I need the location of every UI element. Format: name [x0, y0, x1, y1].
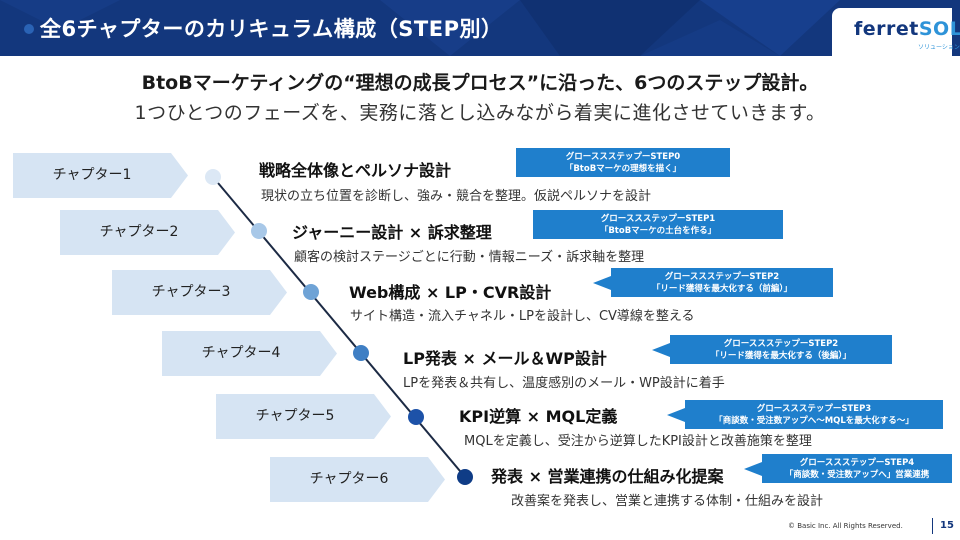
timeline-dot-3 — [303, 284, 319, 300]
growth-step-badge-2: グローススステップーSTEP1 「BtoBマーケの土台を作る」 — [533, 210, 783, 239]
step-desc-3: サイト構造・流入チャネル・LPを設計し、CV導線を整える — [350, 309, 695, 324]
chapter-label: チャプター2 — [99, 224, 179, 240]
badge-theme: 「BtoBマーケの土台を作る」 — [599, 226, 717, 236]
step-title-2: ジャーニー設計 × 訴求整理 — [292, 223, 492, 242]
chapter-label: チャプター6 — [309, 471, 389, 487]
company-logo: ferretSOL ソリューション — [832, 8, 960, 56]
timeline-dot-4 — [353, 345, 369, 361]
badge-theme: 「BtoBマーケの理想を描く」 — [564, 164, 682, 174]
badge-step: グローススステップーSTEP2 — [723, 339, 839, 349]
step-title-5: KPI逆算 × MQL定義 — [459, 407, 618, 426]
header-bullet-icon — [24, 24, 34, 34]
badge-step: グローススステップーSTEP1 — [600, 214, 716, 224]
step-title-3: Web構成 × LP・CVR設計 — [349, 283, 552, 302]
logo-text: ferretSOL — [854, 18, 960, 40]
badge-step: グローススステップーSTEP0 — [565, 152, 681, 162]
logo-ferret: ferret — [854, 18, 919, 40]
step-desc-6: 改善案を発表し、営業と連携する体制・仕組みを設計 — [511, 494, 824, 509]
page-title: 全6チャプターのカリキュラム構成（STEP別） — [40, 17, 503, 41]
badge-pointer-icon — [593, 276, 611, 290]
timeline-dot-6 — [457, 469, 473, 485]
step-desc-1: 現状の立ち位置を診断し、強み・競合を整理。仮説ペルソナを設計 — [261, 189, 652, 204]
badge-step: グローススステップーSTEP3 — [756, 404, 872, 414]
header-decoration — [0, 0, 840, 56]
logo-sol: SOL — [918, 18, 960, 40]
growth-step-badge-6: グローススステップーSTEP4 「商談数・受注数アップへ」営業連携 — [744, 454, 952, 483]
timeline-dot-2 — [251, 223, 267, 239]
header-bar: 全6チャプターのカリキュラム構成（STEP別） — [0, 0, 960, 56]
chapter-label: チャプター3 — [151, 284, 231, 300]
badge-theme: 「商談数・受注数アップへ～MQLを最大化する～」 — [714, 416, 914, 426]
timeline-dot-1 — [205, 169, 221, 185]
badge-pointer-icon — [652, 343, 670, 357]
lead-subheading: 1つひとつのフェーズを、実務に落とし込みながら着実に進化させていきます。 — [134, 102, 826, 124]
lead-heading: BtoBマーケティングの“理想の成長プロセス”に沿った、6つのステップ設計。 — [141, 72, 819, 94]
growth-step-badge-3: グローススステップーSTEP2 「リード獲得を最大化する（前編）」 — [593, 268, 833, 297]
step-title-6: 発表 × 営業連携の仕組み化提案 — [491, 467, 724, 486]
badge-theme: 「商談数・受注数アップへ」営業連携 — [784, 470, 930, 480]
chapter-label: チャプター4 — [201, 345, 281, 361]
badge-step: グローススステップーSTEP2 — [664, 272, 780, 282]
growth-step-badge-4: グローススステップーSTEP2 「リード獲得を最大化する（後編）」 — [652, 335, 892, 364]
page-number: 15 — [940, 520, 954, 531]
step-desc-4: LPを発表＆共有し、温度感別のメール・WP設計に着手 — [403, 376, 725, 391]
step-desc-5: MQLを定義し、受注から逆算したKPI設計と改善施策を整理 — [464, 434, 812, 449]
timeline-dot-5 — [408, 409, 424, 425]
growth-step-badge-1: グローススステップーSTEP0 「BtoBマーケの理想を描く」 — [516, 148, 730, 177]
step-desc-2: 顧客の検討ステージごとに行動・情報ニーズ・訴求軸を整理 — [294, 250, 645, 265]
badge-pointer-icon — [744, 462, 762, 476]
step-title-1: 戦略全体像とペルソナ設計 — [259, 161, 452, 180]
footer-divider — [932, 518, 933, 534]
logo-subtext: ソリューション — [918, 44, 960, 51]
chapter-label: チャプター1 — [52, 167, 132, 183]
badge-theme: 「リード獲得を最大化する（前編）」 — [651, 284, 793, 294]
badge-step: グローススステップーSTEP4 — [799, 458, 915, 468]
growth-step-badge-5: グローススステップーSTEP3 「商談数・受注数アップへ～MQLを最大化する～」 — [667, 400, 943, 429]
step-title-4: LP発表 × メール＆WP設計 — [403, 349, 607, 368]
badge-pointer-icon — [667, 408, 685, 422]
badge-theme: 「リード獲得を最大化する（後編）」 — [710, 351, 852, 361]
chapter-label: チャプター5 — [255, 408, 335, 424]
copyright-text: © Basic Inc. All Rights Reserved. — [788, 522, 903, 530]
